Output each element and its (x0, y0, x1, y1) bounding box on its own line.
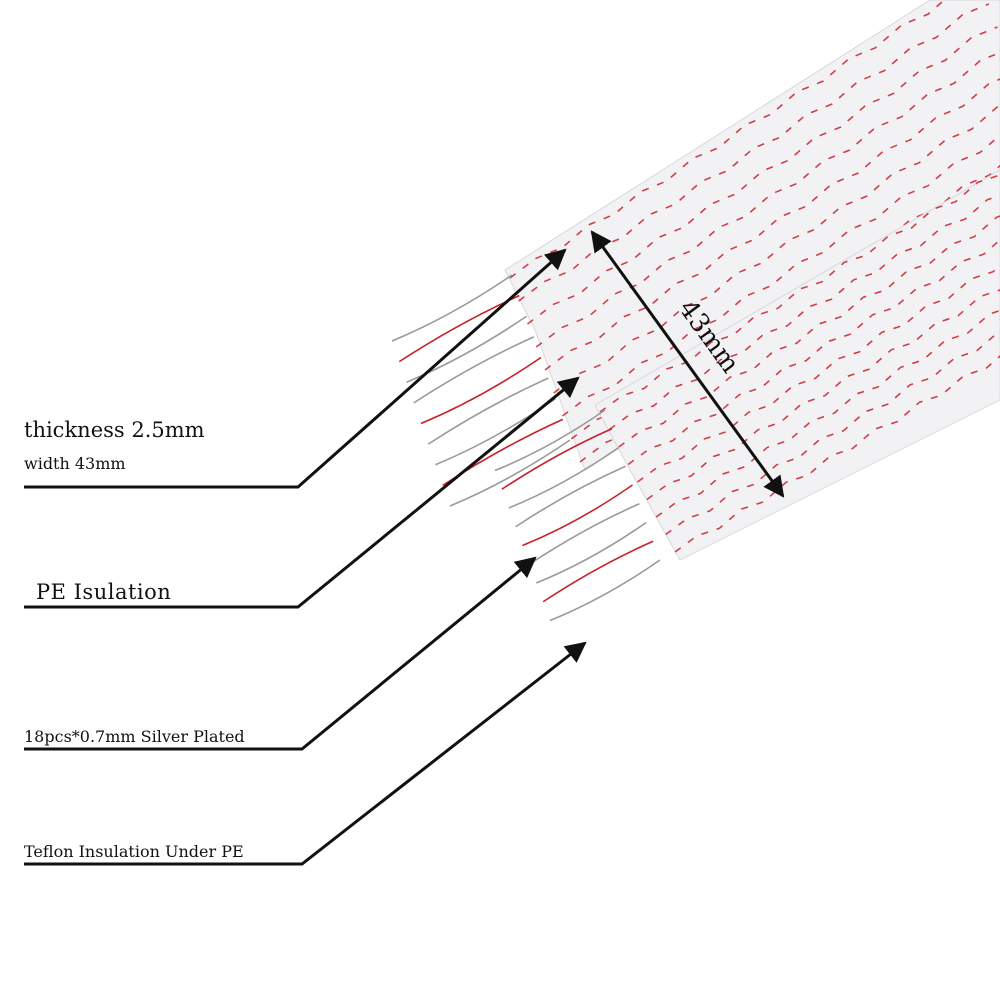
exposed-wire (449, 439, 571, 507)
ribbon-stripe (674, 355, 1000, 553)
leader-line-pe (24, 376, 580, 609)
leader-line-thickness (24, 248, 567, 489)
exposed-wire (420, 356, 542, 425)
pe-insulation-label: PE Isulation (36, 580, 172, 604)
exposed-wire (406, 315, 527, 383)
leader-line-conductors (24, 556, 537, 751)
conductor-count-label: 18pcs*0.7mm Silver Plated (24, 727, 245, 746)
exposed-wire (528, 503, 640, 565)
width-label: width 43mm (24, 454, 126, 473)
exposed-wire (427, 377, 549, 445)
exposed-wire (542, 540, 654, 603)
exposed-wire (535, 521, 647, 584)
exposed-wire (391, 274, 513, 342)
exposed-wire (413, 336, 535, 404)
exposed-wire (549, 559, 661, 622)
leader-line-teflon (24, 641, 587, 866)
teflon-insulation-label: Teflon Insulation Under PE (24, 842, 244, 861)
width-dimension-arrow (590, 230, 785, 498)
thickness-label: thickness 2.5mm (24, 418, 205, 442)
